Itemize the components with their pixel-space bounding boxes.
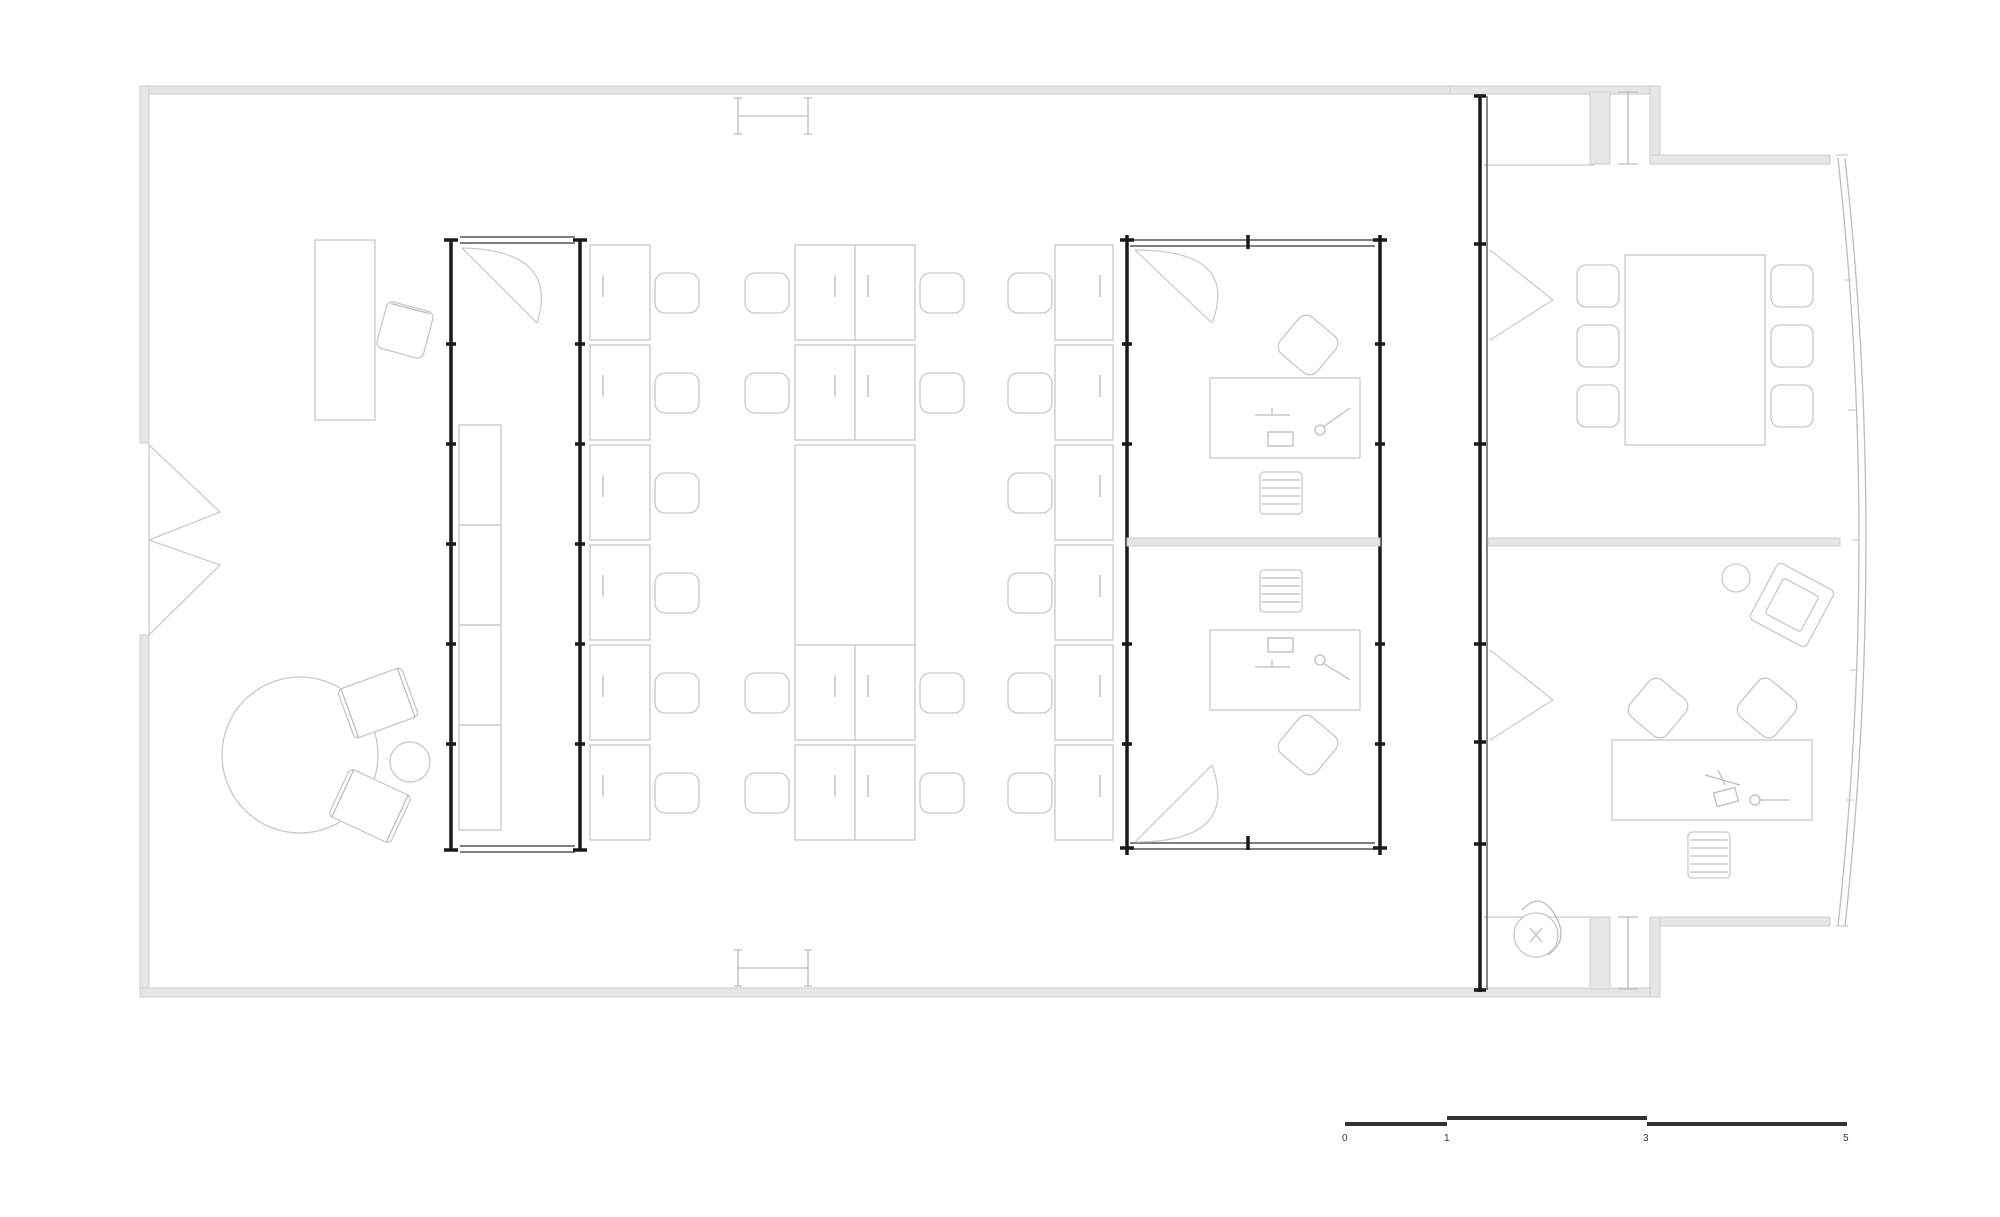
- director-office: [1513, 562, 1835, 958]
- storage-room: [444, 236, 587, 853]
- workstations: [589, 244, 1114, 841]
- scale-label-1: 1: [1444, 1133, 1450, 1144]
- private-offices: [1120, 235, 1387, 855]
- lounge-area: [221, 239, 434, 843]
- entrance-doors: [148, 443, 222, 637]
- annex-partition: [1474, 94, 1841, 992]
- scale-bar: 0 1 3 5: [1342, 1116, 1849, 1144]
- meeting-room: [1576, 254, 1814, 446]
- scale-label-3: 3: [1643, 1133, 1649, 1144]
- outer-walls: [139, 85, 1831, 998]
- curved-facade: [1836, 154, 1867, 927]
- scale-label-0: 0: [1342, 1133, 1348, 1144]
- scale-label-5: 5: [1843, 1133, 1849, 1144]
